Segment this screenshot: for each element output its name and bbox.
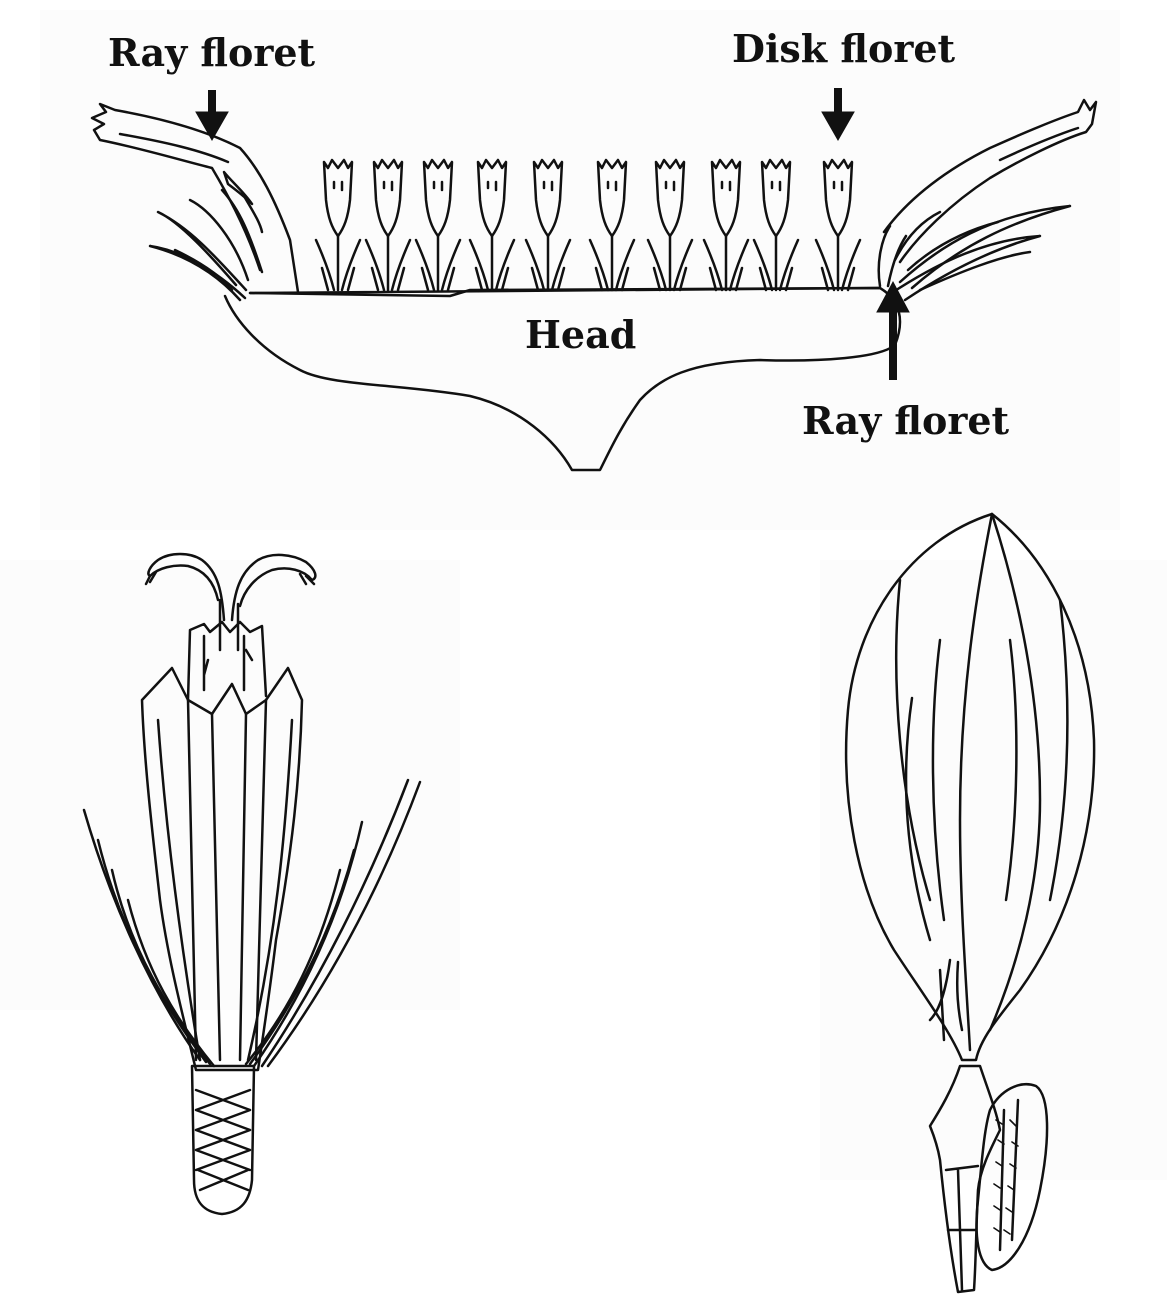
disk-floret-label: Disk floret [732, 30, 955, 68]
head-label: Head [525, 316, 636, 354]
ray-floret-label-left: Ray floret [108, 34, 315, 72]
ray-floret-label-right: Ray floret [802, 402, 1009, 440]
